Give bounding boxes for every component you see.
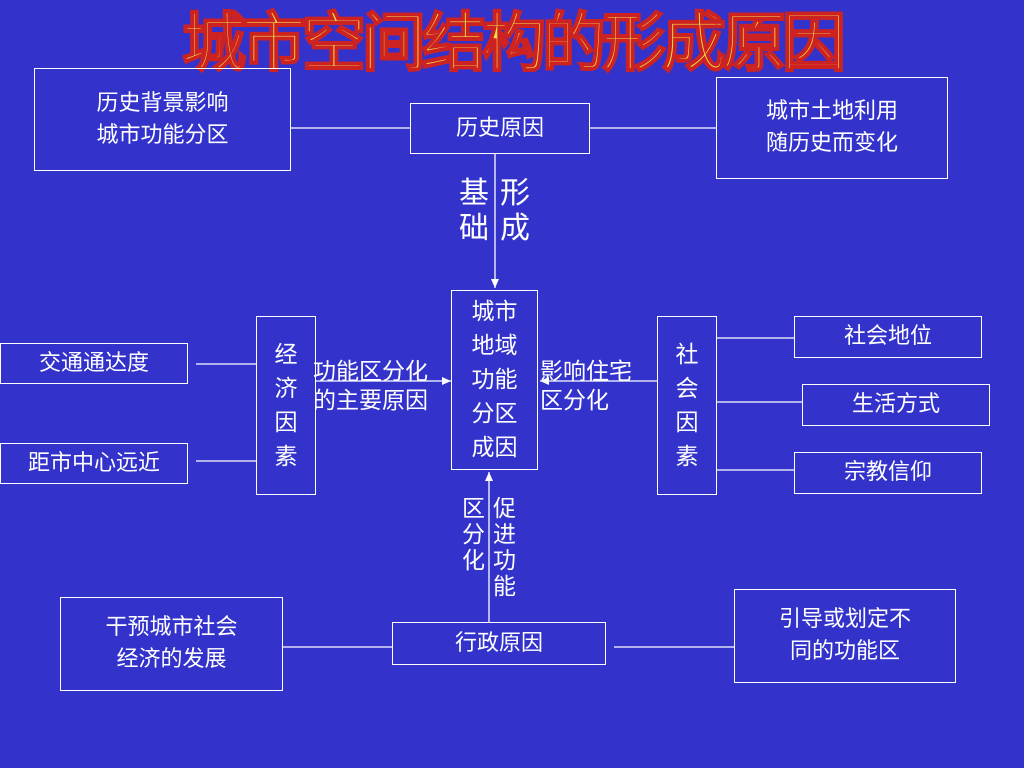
history-reason-box: 历史原因 [410,103,590,154]
lifestyle-box: 生活方式 [802,384,990,426]
religion-box: 宗教信仰 [794,452,982,494]
economic-factors-box: 经 济 因 素 [256,316,316,495]
distance-box: 距市中心远近 [0,443,188,484]
guide-box: 引导或划定不 同的功能区 [734,589,956,683]
center-box: 城市 地域 功能 分区 成因 [451,290,538,470]
social-status-box: 社会地位 [794,316,982,358]
label-main-reason: 功能区分化 的主要原因 [313,359,428,414]
social-factors-box: 社 会 因 素 [657,316,717,495]
intervene-box: 干预城市社会 经济的发展 [60,597,283,691]
label-promote: 促 进 功 能 [493,496,516,600]
diagram-title: 城市空间结构的形成原因 [181,6,847,82]
label-residential: 影响住宅 区分化 [540,359,632,414]
label-basis: 基 础 [459,176,489,246]
history-background-box: 历史背景影响 城市功能分区 [34,68,291,171]
label-zoning: 区 分 化 [462,496,485,574]
label-forming: 形 成 [500,176,530,246]
land-use-box: 城市土地利用 随历史而变化 [716,77,948,179]
traffic-box: 交通通达度 [0,343,188,384]
admin-reason-box: 行政原因 [392,622,606,665]
